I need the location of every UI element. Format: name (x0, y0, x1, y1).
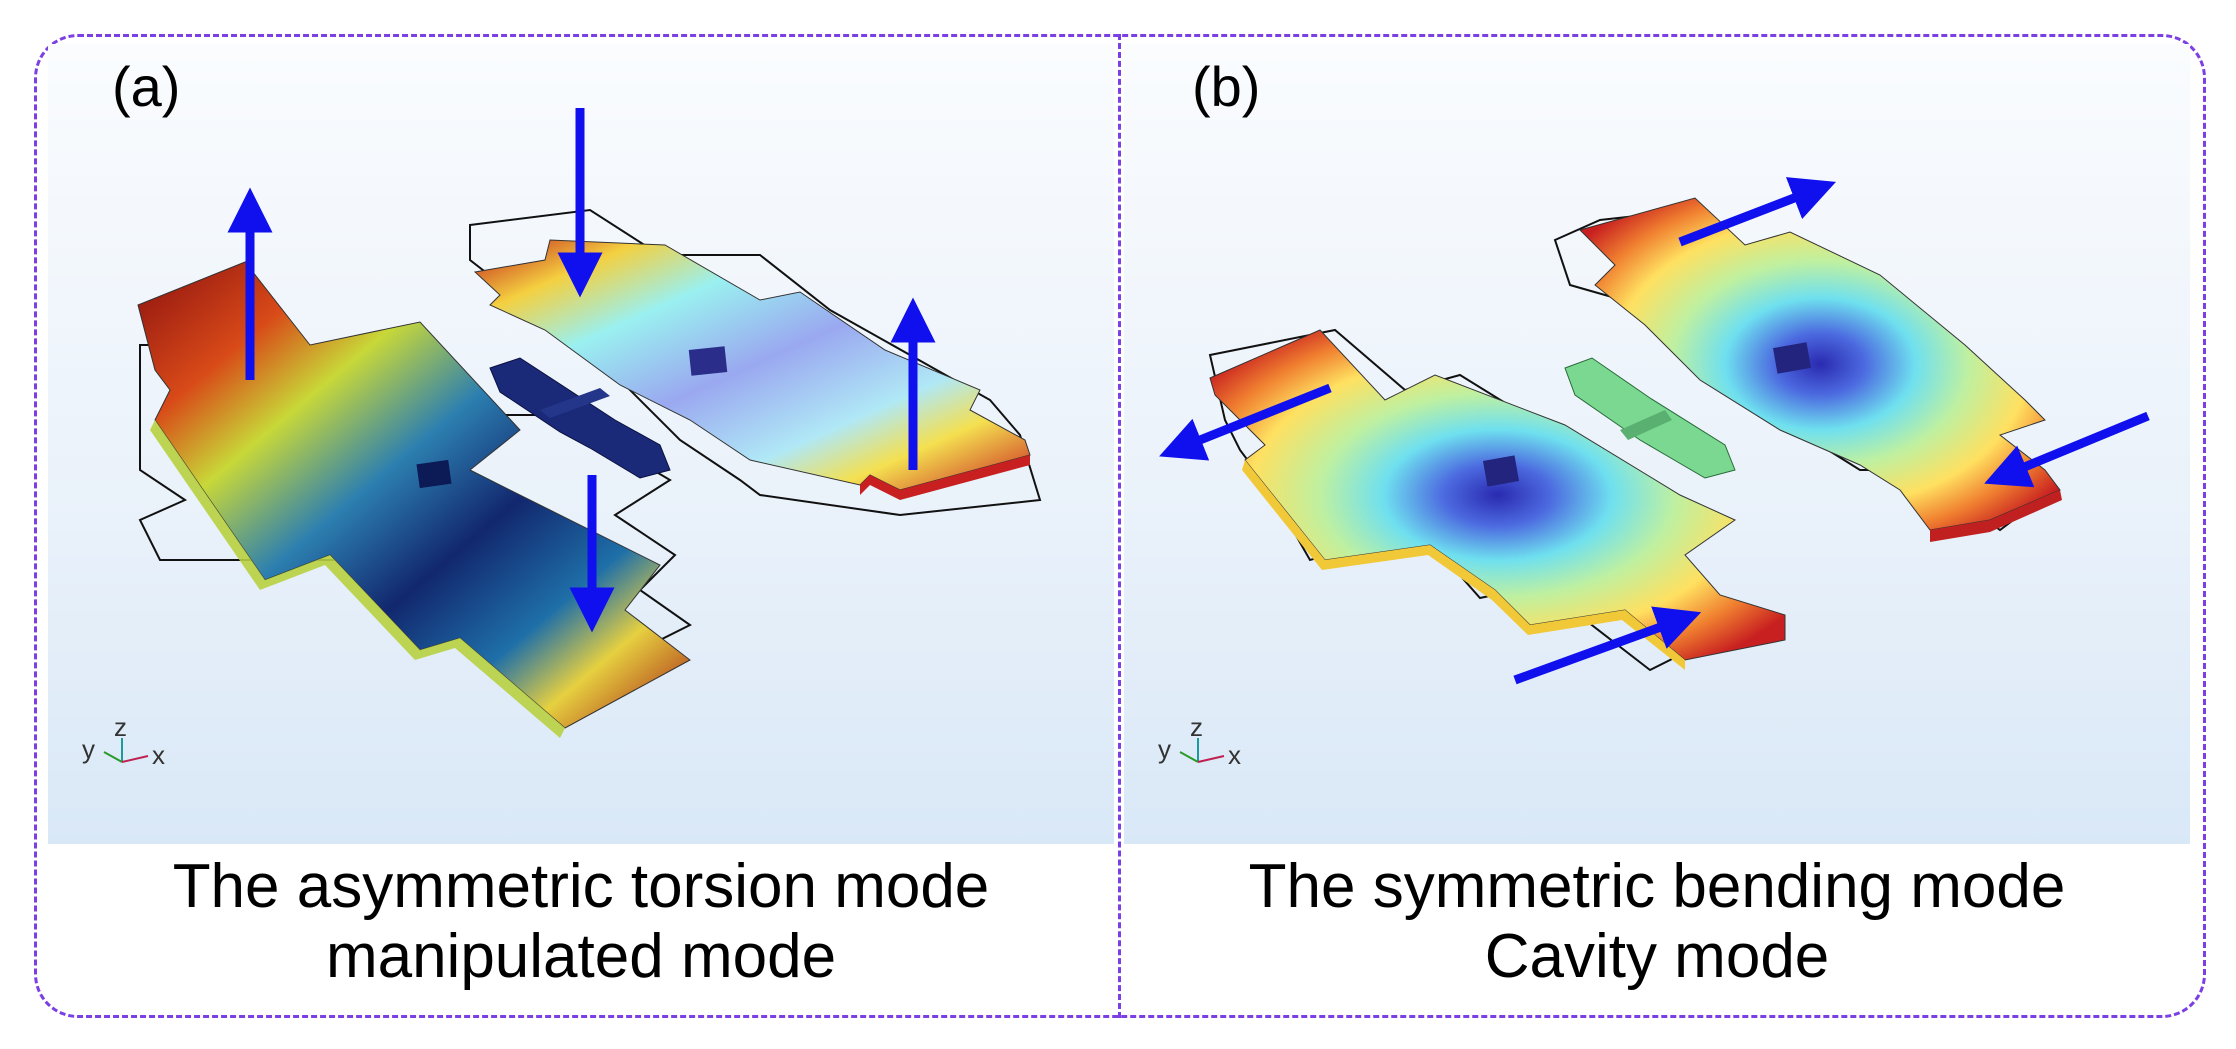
arrow-b-in-right (1984, 411, 2150, 488)
plate-b-right-front-edge (1930, 490, 2062, 542)
caption-b: The symmetric bending mode Cavity mode (1124, 852, 2190, 992)
plate-b-left-front-edge (1242, 460, 1685, 670)
panel-a-model: y z x (82, 108, 1042, 770)
caption-a-line2: manipulated mode (325, 922, 837, 992)
plate-b-left (1209, 329, 1786, 661)
panel-label-a: (a) (112, 55, 181, 118)
panel-b-model: y z x (1158, 177, 2150, 770)
axis-label-y-a: y (82, 734, 95, 764)
center-pad-a-left (416, 459, 452, 489)
panel-divider (1118, 34, 1121, 1018)
center-pad-a-right (688, 346, 728, 376)
axis-triad-b: y z x (1158, 712, 1241, 770)
undeformed-outline-left (138, 344, 692, 651)
caption-b-line2: Cavity mode (1484, 922, 1830, 992)
panel-label-b: (b) (1192, 55, 1261, 118)
arrow-b-out-top (1678, 177, 1836, 247)
axis-label-x-b: x (1228, 740, 1241, 770)
plate-a-right (473, 239, 1031, 491)
axis-label-y-b: y (1158, 734, 1171, 764)
axis-label-x-a: x (152, 740, 165, 770)
center-pad-b-right (1773, 342, 1811, 374)
plate-a-left-front-edge (150, 420, 565, 738)
caption-a-line1: The asymmetric torsion mode (172, 852, 990, 921)
axis-label-z-b: z (1190, 712, 1203, 742)
center-pad-b-left (1482, 455, 1520, 487)
arrow-b-in-bottom (1513, 606, 1702, 685)
coupling-bridge-a (489, 357, 671, 479)
caption-b-line1: The symmetric bending mode (1248, 852, 2066, 921)
arrow-b-out-left (1159, 383, 1332, 461)
caption-a: The asymmetric torsion mode manipulated … (48, 852, 1114, 992)
axis-triad-a: y z x (82, 712, 165, 770)
plate-a-left (137, 261, 691, 729)
coupling-bridge-b-beam (1620, 410, 1672, 440)
axis-label-z-a: z (114, 712, 127, 742)
coupling-bridge-a-beam (540, 388, 610, 418)
